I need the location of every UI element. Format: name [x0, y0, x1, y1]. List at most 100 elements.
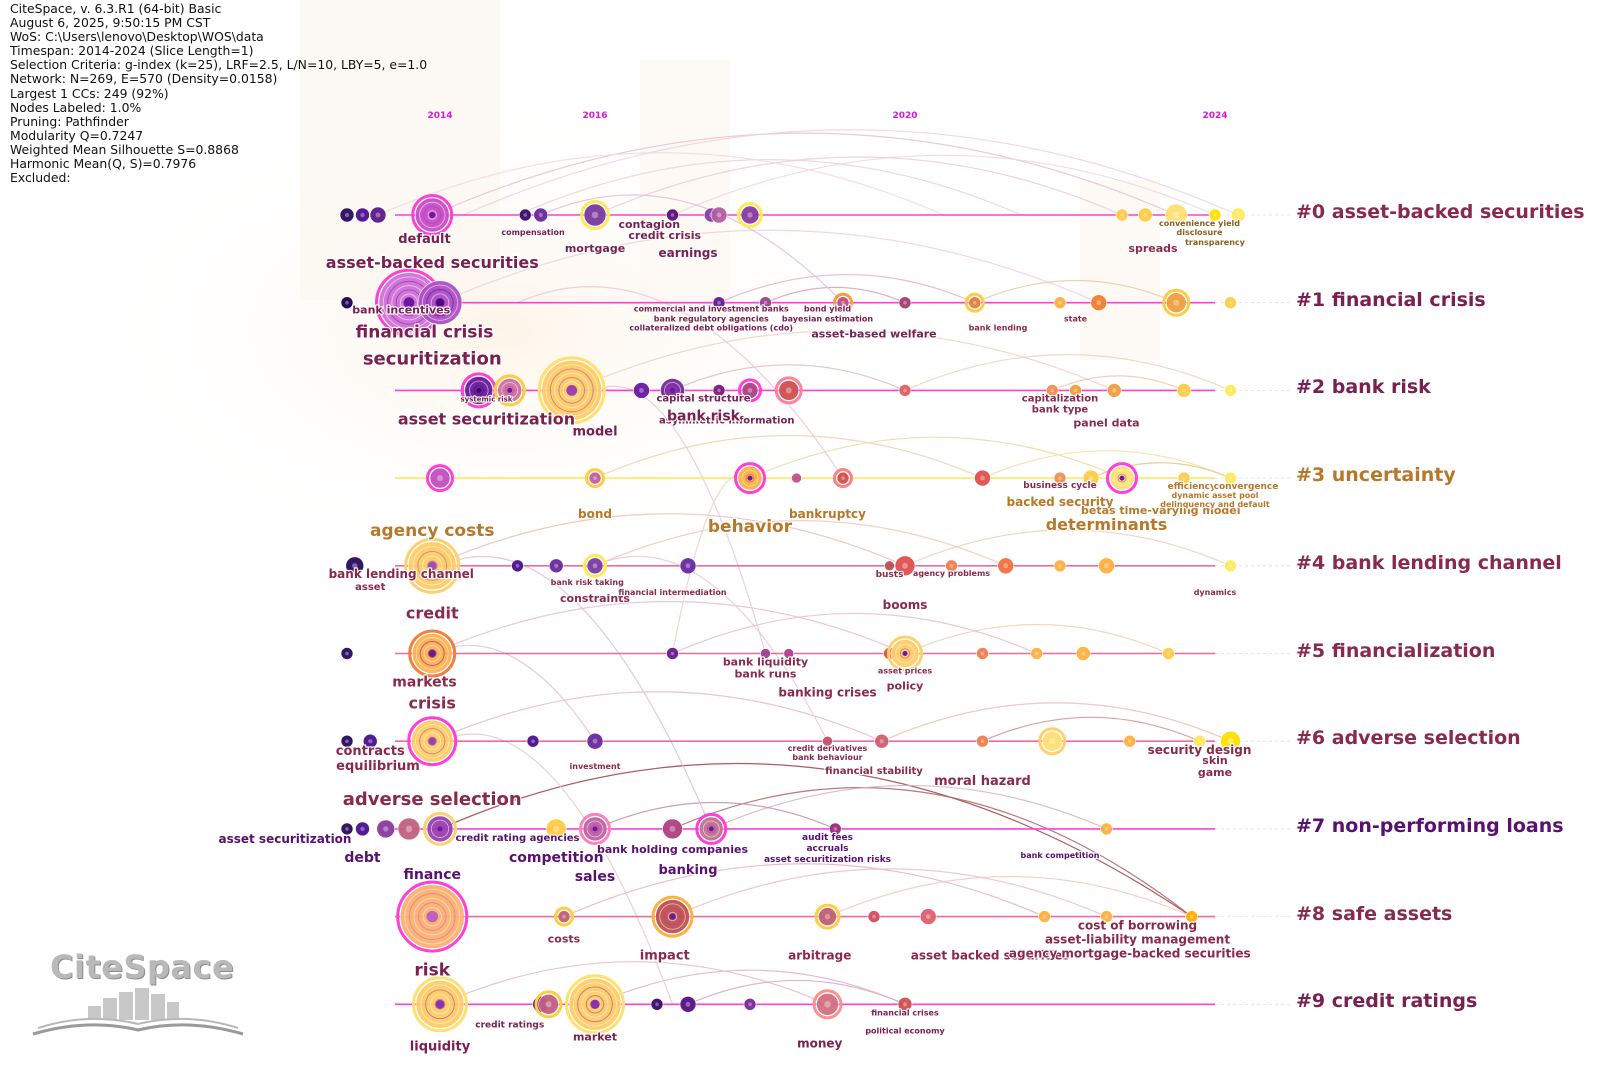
- keyword-node[interactable]: [884, 560, 895, 572]
- keyword-node[interactable]: [1123, 734, 1137, 748]
- keyword-node[interactable]: [511, 559, 524, 573]
- keyword-node[interactable]: [738, 378, 762, 403]
- keyword-node[interactable]: [743, 997, 757, 1011]
- keyword-node[interactable]: [887, 635, 923, 672]
- keyword-node[interactable]: [1162, 288, 1191, 317]
- keyword-node[interactable]: [397, 817, 421, 841]
- keyword-node[interactable]: [898, 296, 912, 310]
- keyword-node[interactable]: [1053, 296, 1067, 310]
- keyword-node[interactable]: [833, 292, 853, 313]
- keyword-node[interactable]: [554, 906, 574, 927]
- keyword-node[interactable]: [340, 822, 354, 836]
- keyword-node[interactable]: [1100, 822, 1113, 836]
- keyword-node[interactable]: [407, 716, 458, 767]
- keyword-node[interactable]: [534, 990, 563, 1019]
- cluster-label[interactable]: #3 uncertainty: [1296, 464, 1456, 487]
- keyword-node[interactable]: [548, 558, 564, 574]
- keyword-node[interactable]: [1220, 730, 1241, 752]
- keyword-node[interactable]: [760, 648, 771, 659]
- cluster-label[interactable]: #4 bank lending channel: [1296, 551, 1562, 574]
- keyword-node[interactable]: [759, 296, 772, 310]
- cluster-label[interactable]: #7 non-performing loans: [1296, 814, 1564, 837]
- keyword-node[interactable]: [579, 812, 611, 845]
- keyword-node[interactable]: [1224, 559, 1237, 573]
- keyword-node[interactable]: [376, 819, 396, 839]
- keyword-node[interactable]: [369, 206, 387, 224]
- keyword-node[interactable]: [898, 384, 912, 397]
- keyword-node[interactable]: [976, 734, 989, 748]
- keyword-node[interactable]: [355, 821, 370, 837]
- keyword-node[interactable]: [1177, 471, 1191, 485]
- keyword-node[interactable]: [833, 468, 853, 489]
- keyword-node[interactable]: [822, 735, 833, 747]
- keyword-node[interactable]: [662, 818, 683, 840]
- keyword-node[interactable]: [964, 292, 985, 313]
- keyword-node[interactable]: [945, 559, 958, 573]
- keyword-node[interactable]: [695, 812, 728, 845]
- keyword-node[interactable]: [404, 537, 461, 594]
- keyword-node[interactable]: [737, 202, 763, 228]
- keyword-node[interactable]: [867, 910, 881, 923]
- keyword-node[interactable]: [679, 557, 697, 575]
- keyword-node[interactable]: [565, 974, 625, 1035]
- cluster-label[interactable]: #2 bank risk: [1296, 376, 1431, 399]
- keyword-node[interactable]: [1224, 296, 1237, 310]
- keyword-node[interactable]: [976, 647, 989, 660]
- keyword-node[interactable]: [783, 648, 795, 659]
- keyword-node[interactable]: [362, 733, 378, 749]
- keyword-node[interactable]: [545, 818, 567, 840]
- keyword-node[interactable]: [580, 200, 610, 230]
- keyword-node[interactable]: [1193, 734, 1206, 748]
- keyword-node[interactable]: [345, 556, 365, 576]
- keyword-node[interactable]: [828, 822, 842, 836]
- keyword-node[interactable]: [712, 384, 726, 397]
- keyword-node[interactable]: [1230, 207, 1246, 223]
- keyword-node[interactable]: [1115, 208, 1129, 222]
- keyword-node[interactable]: [355, 207, 370, 223]
- keyword-node[interactable]: [1162, 647, 1175, 660]
- keyword-node[interactable]: [1098, 557, 1115, 575]
- keyword-node[interactable]: [518, 208, 532, 222]
- keyword-node[interactable]: [791, 472, 802, 484]
- keyword-node[interactable]: [1069, 384, 1082, 397]
- keyword-node[interactable]: [1106, 462, 1138, 495]
- keyword-node[interactable]: [1053, 559, 1067, 573]
- keyword-node[interactable]: [340, 647, 354, 660]
- keyword-node[interactable]: [585, 468, 605, 489]
- keyword-node[interactable]: [997, 557, 1015, 575]
- keyword-node[interactable]: [1038, 910, 1051, 923]
- keyword-node[interactable]: [493, 374, 526, 407]
- keyword-node[interactable]: [897, 996, 913, 1012]
- keyword-node[interactable]: [633, 382, 650, 399]
- keyword-node[interactable]: [874, 733, 890, 749]
- keyword-node[interactable]: [533, 207, 549, 223]
- keyword-node[interactable]: [666, 208, 679, 222]
- keyword-node[interactable]: [919, 908, 937, 925]
- keyword-node[interactable]: [651, 895, 694, 938]
- keyword-node[interactable]: [974, 469, 991, 487]
- keyword-node[interactable]: [712, 296, 726, 310]
- keyword-node[interactable]: [650, 997, 664, 1011]
- cluster-label[interactable]: #1 financial crisis: [1296, 288, 1486, 311]
- cluster-label[interactable]: #8 safe assets: [1296, 902, 1453, 925]
- keyword-node[interactable]: [734, 462, 766, 495]
- keyword-node[interactable]: [679, 995, 697, 1013]
- keyword-node[interactable]: [1030, 647, 1044, 660]
- keyword-node[interactable]: [1176, 383, 1192, 398]
- keyword-node[interactable]: [1137, 207, 1153, 223]
- keyword-node[interactable]: [1106, 383, 1122, 398]
- keyword-node[interactable]: [1090, 294, 1108, 312]
- keyword-node[interactable]: [583, 553, 607, 578]
- keyword-node[interactable]: [660, 378, 685, 403]
- cluster-label[interactable]: #0 asset-backed securities: [1296, 201, 1585, 223]
- keyword-node[interactable]: [1038, 727, 1067, 756]
- keyword-node[interactable]: [411, 194, 454, 236]
- keyword-node[interactable]: [537, 356, 606, 425]
- keyword-node[interactable]: [340, 296, 354, 310]
- keyword-node[interactable]: [423, 811, 457, 846]
- cluster-label[interactable]: #6 adverse selection: [1296, 727, 1521, 750]
- keyword-node[interactable]: [1224, 384, 1237, 397]
- keyword-node[interactable]: [666, 647, 679, 660]
- keyword-node[interactable]: [526, 734, 540, 748]
- keyword-node[interactable]: [1224, 471, 1237, 485]
